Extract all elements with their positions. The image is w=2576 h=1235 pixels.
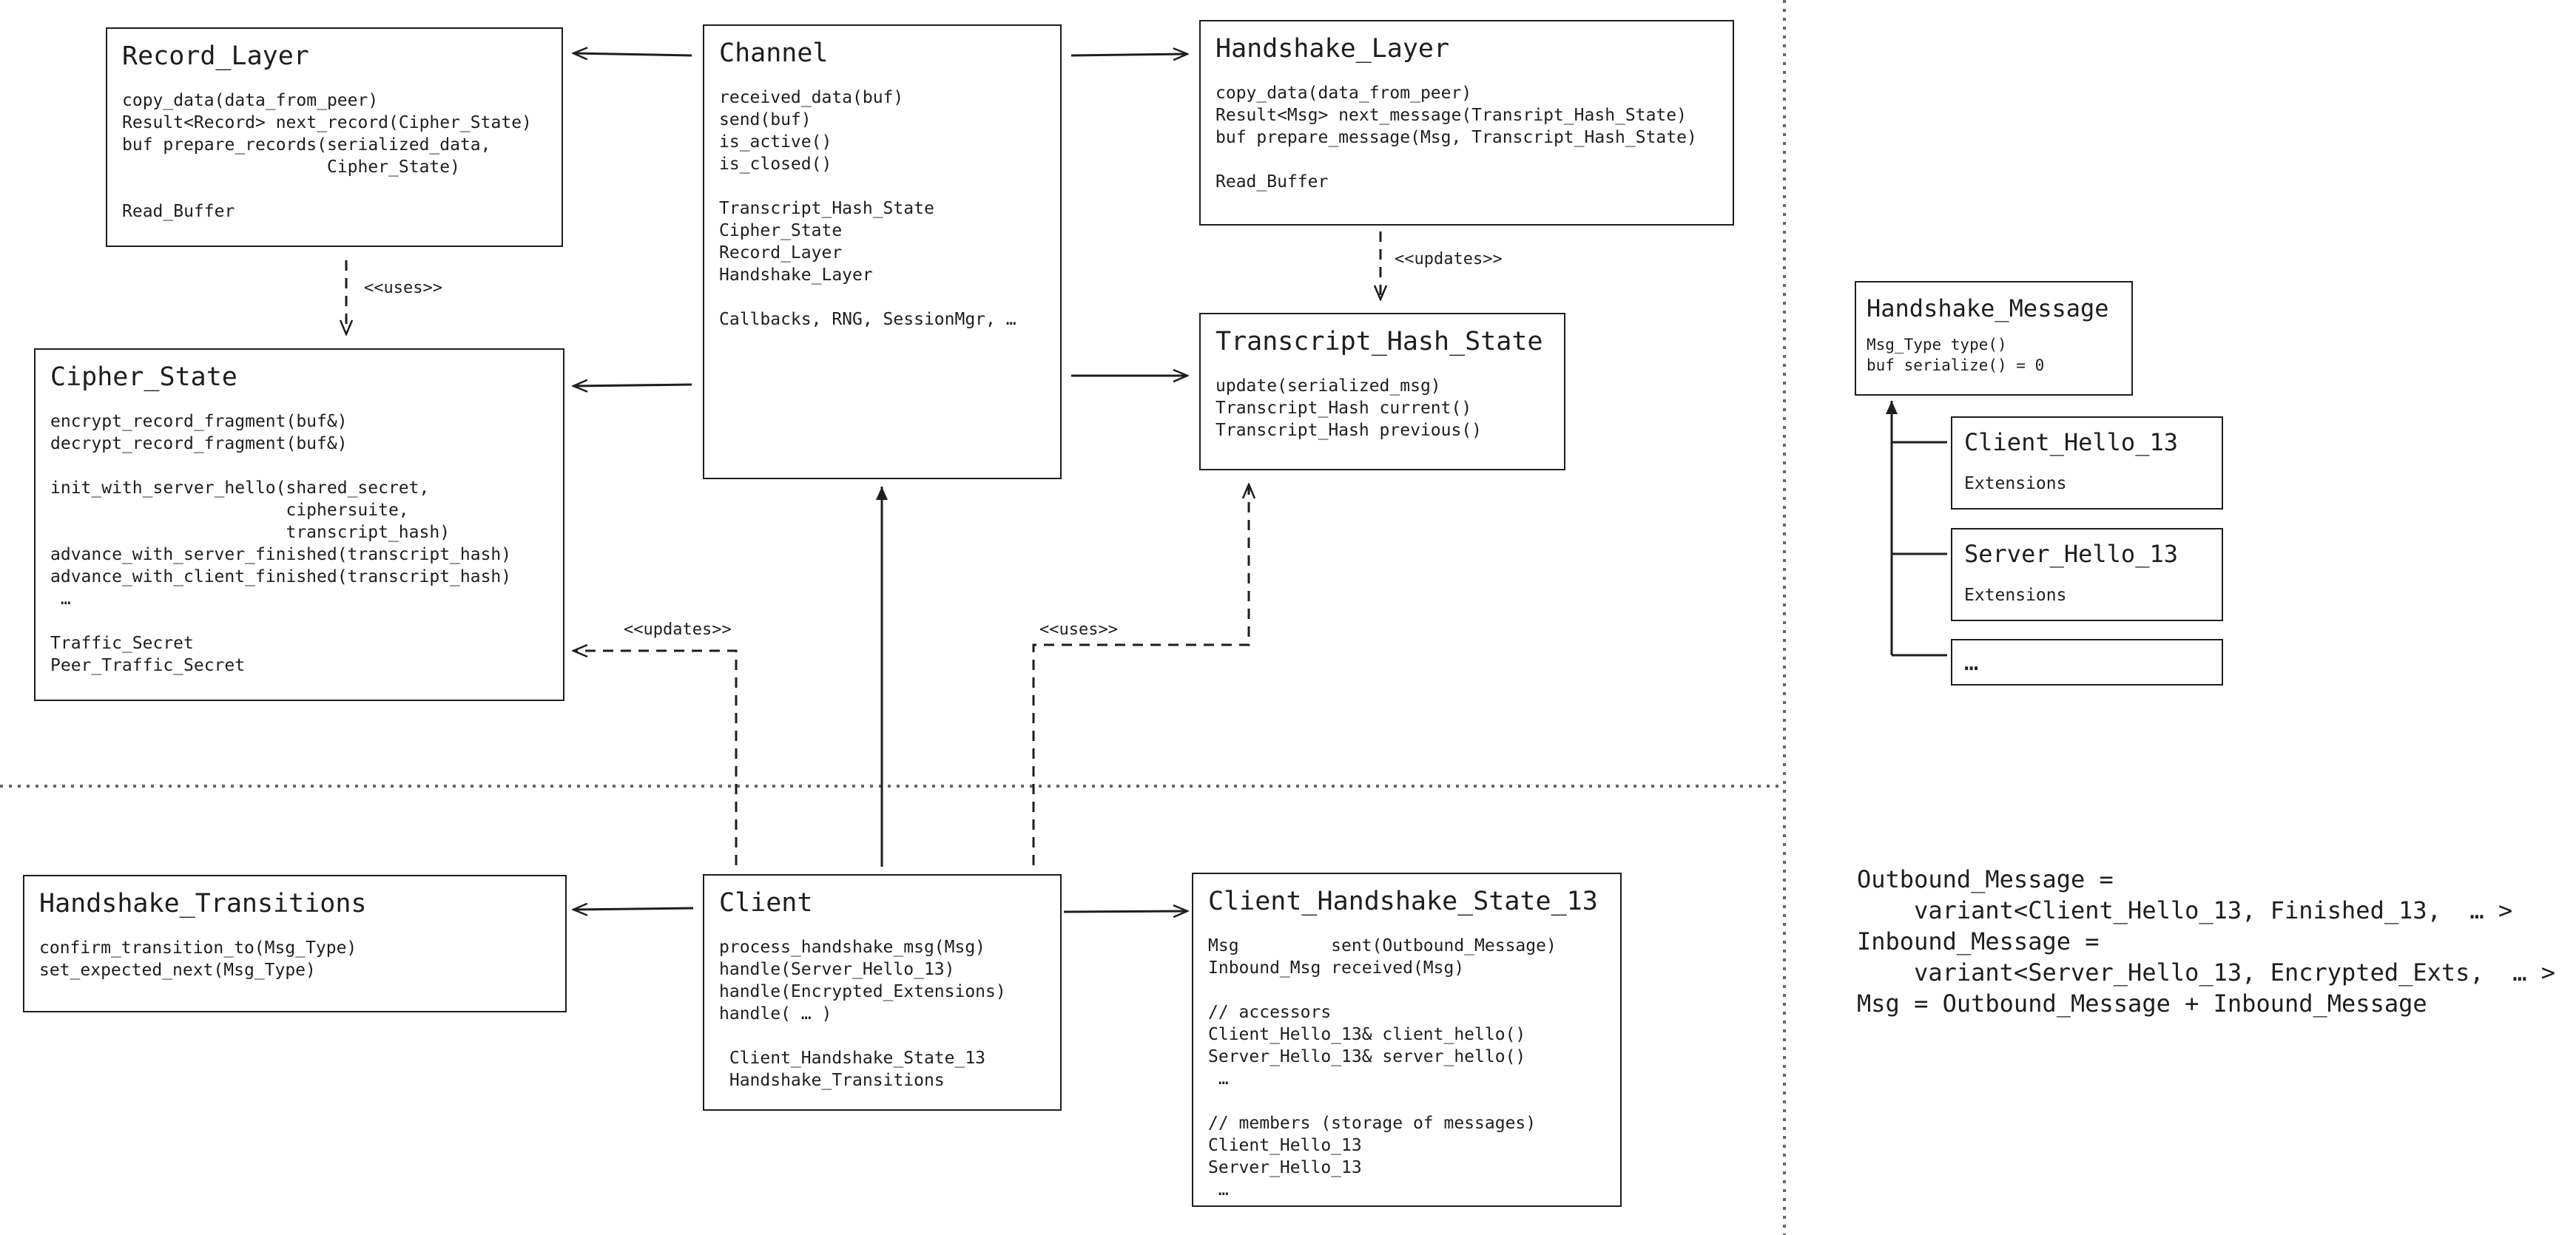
handshake-message-members: Msg_Type type() buf serialize() = 0 [1867, 336, 2045, 374]
record-layer-members: copy_data(data_from_peer) Result<Record>… [122, 91, 532, 221]
cipher-state-title: Cipher_State [50, 362, 237, 392]
arrow-channel-to-handshake-layer [1070, 54, 1187, 55]
channel-title: Channel [719, 38, 829, 68]
handshake-layer-class-box: Handshake_Layer copy_data(data_from_peer… [1199, 20, 1734, 226]
note-line-outbound-variant: variant<Client_Hello_13, Finished_13, … … [1857, 896, 2513, 924]
client-handshake-state-13-members: Msg sent(Outbound_Message) Inbound_Msg r… [1208, 936, 1557, 1200]
label-uses-client-to-transcript: <<uses>> [1039, 620, 1118, 639]
server-hello-13-title: Server_Hello_13 [1964, 540, 2178, 568]
handshake-transitions-members: confirm_transition_to(Msg_Type) set_expe… [39, 938, 357, 980]
dep-client-uses-transcript-hash-state [1032, 484, 1249, 865]
client-class-box: Client process_handshake_msg(Msg) handle… [703, 874, 1062, 1111]
handshake-layer-members: copy_data(data_from_peer) Result<Msg> ne… [1215, 84, 1697, 192]
dep-client-updates-cipher-state [573, 651, 738, 865]
handshake-message-class-box: Handshake_Message Msg_Type type() buf se… [1855, 281, 2133, 396]
handshake-message-title: Handshake_Message [1867, 294, 2109, 322]
arrow-client-to-client-handshake-state [1063, 911, 1187, 912]
label-uses-record-to-cipher: <<uses>> [364, 279, 442, 297]
transcript-hash-state-title: Transcript_Hash_State [1215, 327, 1543, 356]
note-line-inbound-variant: variant<Server_Hello_13, Encrypted_Exts,… [1857, 958, 2556, 987]
channel-members: received_data(buf) send(buf) is_active()… [719, 88, 1016, 329]
client-title: Client [719, 888, 813, 918]
transcript-hash-state-members: update(serialized_msg) Transcript_Hash c… [1215, 376, 1483, 440]
channel-class-box: Channel received_data(buf) send(buf) is_… [703, 24, 1062, 479]
client-members: process_handshake_msg(Msg) handle(Server… [719, 938, 1006, 1090]
record-layer-title: Record_Layer [122, 41, 309, 71]
handshake-transitions-title: Handshake_Transitions [39, 889, 367, 918]
handshake-transitions-class-box: Handshake_Transitions confirm_transition… [23, 875, 567, 1012]
server-hello-13-members: Extensions [1964, 586, 2067, 605]
client-hello-13-members: Extensions [1964, 474, 2067, 493]
client-handshake-state-13-class-box: Client_Handshake_State_13 Msg sent(Outbo… [1192, 873, 1622, 1207]
client-handshake-state-13-title: Client_Handshake_State_13 [1208, 887, 1598, 916]
label-updates-client-to-cipher: <<updates>> [624, 620, 732, 639]
client-hello-13-class-box: Client_Hello_13 Extensions [1951, 416, 2223, 510]
ellipsis-subclass-box: … [1951, 639, 2223, 686]
arrow-client-to-handshake-transitions [573, 908, 694, 910]
label-updates-handshake-to-transcript: <<updates>> [1395, 250, 1503, 268]
arrow-channel-to-cipher-state [573, 385, 692, 386]
note-line-outbound: Outbound_Message = [1857, 865, 2114, 893]
server-hello-13-class-box: Server_Hello_13 Extensions [1951, 528, 2223, 621]
ellipsis-subclass-title: … [1964, 648, 1979, 676]
note-line-inbound: Inbound_Message = [1857, 927, 2100, 955]
cipher-state-class-box: Cipher_State encrypt_record_fragment(buf… [34, 348, 564, 701]
arrow-channel-to-record-layer [573, 53, 692, 55]
note-line-msg-union: Msg = Outbound_Message + Inbound_Message [1857, 989, 2427, 1018]
client-hello-13-title: Client_Hello_13 [1964, 428, 2178, 456]
record-layer-class-box: Record_Layer copy_data(data_from_peer) R… [106, 27, 563, 247]
handshake-layer-title: Handshake_Layer [1215, 34, 1450, 64]
cipher-state-members: encrypt_record_fragment(buf&) decrypt_re… [50, 412, 512, 675]
transcript-hash-state-class-box: Transcript_Hash_State update(serialized_… [1199, 313, 1565, 470]
